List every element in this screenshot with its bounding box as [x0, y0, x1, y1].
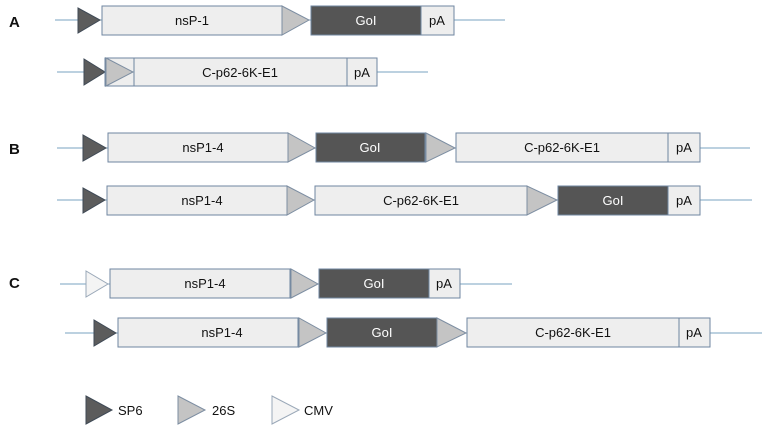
construct-a2: C-p62-6K-E1 pA [57, 57, 428, 87]
sp6-promoter-icon [82, 187, 107, 214]
pa-label: pA [676, 193, 692, 208]
legend: SP6 26S CMV [85, 395, 333, 425]
nsp-label: nsP-1 [175, 13, 209, 28]
26s-promoter-icon [425, 132, 457, 163]
pa-label: pA [676, 140, 692, 155]
structural-label: C-p62-6K-E1 [535, 325, 611, 340]
26s-promoter-icon [287, 132, 317, 163]
goi-label: GoI [364, 276, 385, 291]
26s-promoter-overlay [105, 57, 135, 87]
construct-c2: nsP1-4 GoI C-p62-6K-E1 pA [65, 317, 762, 348]
structural-segment [466, 317, 680, 348]
legend-item-cmv: CMV [271, 395, 333, 425]
goi-label: GoI [372, 325, 393, 340]
pa-label: pA [686, 325, 702, 340]
26s-promoter-icon [286, 185, 316, 216]
nsp-label: nsP1-4 [184, 276, 225, 291]
construct-c1: nsP1-4 GoI pA [60, 268, 512, 299]
goi-label: GoI [360, 140, 381, 155]
pa-segment [678, 317, 711, 348]
26s-promoter-icon [436, 317, 468, 348]
sp6-promoter-icon [82, 134, 108, 162]
nsp-segment [106, 185, 288, 216]
goi-segment [315, 132, 426, 163]
goi-segment [310, 5, 422, 36]
construct-b1: nsP1-4 GoI C-p62-6K-E1 pA [57, 132, 750, 163]
legend-label-26s: 26S [212, 403, 235, 418]
pa-segment [667, 132, 701, 163]
goi-label: GoI [356, 13, 377, 28]
structural-segment [455, 132, 669, 163]
construct-a1: nsP-1 GoI pA [55, 5, 505, 36]
26s-promoter-icon [281, 5, 311, 36]
structural-label: C-p62-6K-E1 [202, 65, 278, 80]
structural-label: C-p62-6K-E1 [383, 193, 459, 208]
sp6-promoter-icon [93, 319, 117, 347]
row-label-a: A [9, 14, 20, 31]
nsp-label: nsP1-4 [201, 325, 242, 340]
construct-b2: nsP1-4 C-p62-6K-E1 GoI pA [57, 185, 752, 216]
nsp-label: nsP1-4 [181, 193, 222, 208]
row-label-b: B [9, 141, 20, 158]
cmv-promoter-icon [85, 270, 109, 298]
pa-segment [667, 185, 701, 216]
pa-segment [346, 57, 378, 87]
cmv-promoter-icon [271, 395, 301, 425]
goi-label: GoI [603, 193, 624, 208]
legend-item-sp6: SP6 [85, 395, 143, 425]
sp6-promoter-icon [85, 395, 114, 425]
legend-label-cmv: CMV [304, 403, 333, 418]
legend-item-26s: 26S [177, 395, 235, 425]
structural-label: C-p62-6K-E1 [524, 140, 600, 155]
structural-segment [314, 185, 528, 216]
nsp-segment [109, 268, 291, 299]
nsp-segment [117, 317, 299, 348]
pa-label: pA [436, 276, 452, 291]
goi-segment [318, 268, 430, 299]
row-label-c: C [9, 275, 20, 292]
sp6-promoter-icon [77, 7, 102, 34]
pa-segment [428, 268, 461, 299]
legend-label-sp6: SP6 [118, 403, 143, 418]
pa-label: pA [429, 13, 445, 28]
pa-label: pA [354, 65, 370, 80]
26s-promoter-icon [298, 317, 328, 348]
nsp-label: nsP1-4 [182, 140, 223, 155]
goi-segment [326, 317, 438, 348]
26s-promoter-icon [177, 395, 207, 425]
structural-segment [104, 57, 348, 87]
26s-promoter-icon [290, 268, 320, 299]
sp6-promoter-icon [83, 58, 106, 86]
pa-segment [420, 5, 455, 36]
26s-promoter-icon [526, 185, 559, 216]
nsp-segment [107, 132, 289, 163]
